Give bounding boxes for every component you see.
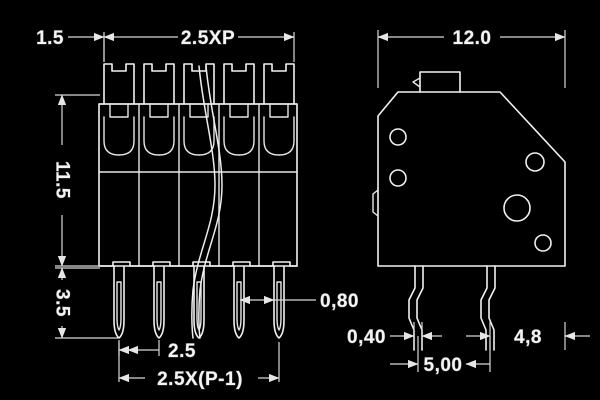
dim-pin-width: 0,80 xyxy=(239,291,359,312)
front-view-pole-separators xyxy=(138,103,260,267)
front-view-pin-3 xyxy=(193,265,205,339)
dim-pin-span: 2.5X(P-1) xyxy=(118,342,280,390)
dim-pin-edge-offset-label: 4,8 xyxy=(514,327,542,348)
front-view-bottom-profile xyxy=(98,261,298,267)
front-view-pin-2 xyxy=(153,265,165,339)
pole-tower-1 xyxy=(103,63,135,156)
front-view-pin-5 xyxy=(273,265,285,339)
dim-pin-thickness-label: 0,40 xyxy=(347,327,386,348)
dim-row-spacing: 5,00 xyxy=(390,336,491,376)
hole-center-large xyxy=(503,194,531,222)
dim-pin-span-label: 2.5X(P-1) xyxy=(157,369,243,390)
front-view-pin-4 xyxy=(233,265,245,339)
front-view-internal-lines xyxy=(98,103,298,173)
hole-upper-left xyxy=(389,128,407,146)
dim-pin-pitch-label: 2.5 xyxy=(168,341,196,362)
dim-pin-edge-offset: 4,8 xyxy=(466,322,590,350)
dim-body-depth-label: 12.0 xyxy=(453,28,492,49)
dim-total-width-label: 2.5XP xyxy=(181,28,235,49)
inserted-wire xyxy=(191,65,223,339)
side-view-latch-tab xyxy=(412,71,461,93)
dim-body-height: 11.5 xyxy=(51,94,100,267)
dim-body-depth: 12.0 xyxy=(377,28,566,88)
side-view-left-notch xyxy=(372,189,379,217)
side-view-body-outline xyxy=(377,91,566,267)
dim-pin-length-label: 3.5 xyxy=(52,289,73,317)
dim-total-width: 2.5XP xyxy=(103,28,295,62)
dim-pin-thickness: 0,40 xyxy=(347,322,442,348)
side-view-pin-1 xyxy=(408,265,424,351)
hole-lower-left xyxy=(389,169,407,187)
pole-tower-2 xyxy=(143,63,175,156)
hole-lower-right xyxy=(534,234,552,252)
dim-row-spacing-label: 5,00 xyxy=(424,355,463,376)
front-view-group xyxy=(98,63,298,339)
side-view-holes xyxy=(389,128,552,252)
dim-pin-length: 3.5 xyxy=(51,267,118,339)
pole-tower-3 xyxy=(183,63,215,156)
side-view-group xyxy=(372,71,566,351)
front-view-body-outline xyxy=(98,103,298,267)
dim-pin-pitch: 2.5 xyxy=(118,340,196,362)
dim-body-height-label: 11.5 xyxy=(52,161,73,199)
front-view-pin-1 xyxy=(113,265,125,339)
dim-edge-offset: 1.5 xyxy=(36,28,105,62)
pole-tower-5 xyxy=(263,63,295,156)
pole-tower-4 xyxy=(223,63,255,156)
side-view-pin-2 xyxy=(480,265,496,351)
dim-pin-width-label: 0,80 xyxy=(320,291,359,312)
dim-edge-offset-label: 1.5 xyxy=(36,28,64,49)
hole-upper-right xyxy=(525,152,545,172)
